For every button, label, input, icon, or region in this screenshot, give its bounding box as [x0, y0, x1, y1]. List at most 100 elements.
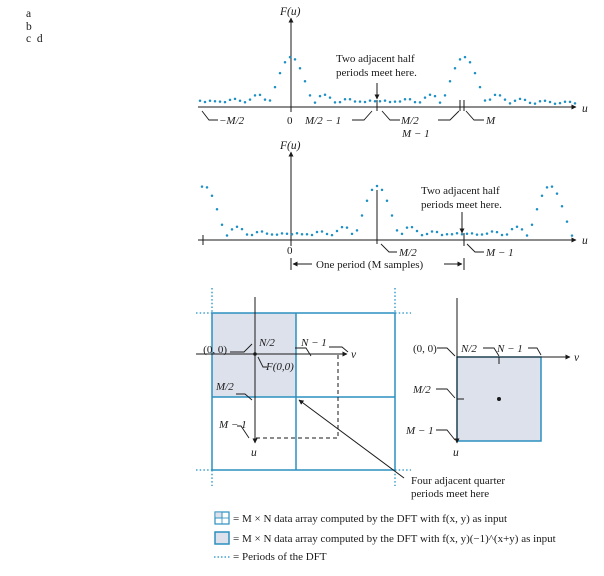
panel-letter-a: a [26, 8, 32, 20]
panel-d-m2-label: M/2 [412, 384, 431, 396]
spectrum-dot [430, 230, 434, 233]
spectrum-dot [560, 205, 564, 208]
spectrum-dot [245, 233, 249, 236]
spectrum-dot [210, 194, 214, 197]
spectrum-dot [495, 230, 499, 234]
spectrum-dot [363, 100, 367, 104]
panel-letters: a b c d [26, 8, 43, 46]
panel-c-annotation-line1: Four adjacent quarter [411, 475, 505, 487]
panel-letter-cd: c d [26, 33, 43, 45]
spectrum-dot [415, 229, 419, 233]
panel-b-annotation-line1: Two adjacent half [421, 185, 500, 197]
spectrum-dot [513, 99, 517, 102]
spectrum-dot [358, 100, 362, 103]
spectrum-dot [348, 97, 352, 101]
panel-c-leader-m-minus-1 [237, 425, 250, 439]
spectrum-dot [215, 208, 219, 211]
spectrum-dot [385, 199, 389, 202]
panel-a-tick-label-zero: 0 [287, 115, 293, 127]
panel-a-leader-m2-minus-1 [352, 110, 373, 121]
panel-c-annotation-line2: periods meet here [411, 488, 489, 500]
spectrum-dot [355, 229, 359, 232]
panel-c-m-minus-1-label: M − 1 [218, 419, 247, 431]
panel-b-fu-label: F(u) [279, 140, 301, 152]
spectrum-dot [278, 71, 282, 75]
spectrum-dot [365, 199, 369, 202]
spectrum-dot [243, 100, 247, 104]
spectrum-dot [483, 99, 487, 102]
spectrum-dot [423, 96, 427, 99]
panel-a-tick-label-m: M [485, 115, 496, 127]
spectrum-dot [265, 232, 269, 235]
panel-c-annotation-arrow [298, 399, 405, 479]
panel-c-f00-label: F(0,0) [265, 361, 294, 373]
spectrum-dot [540, 194, 544, 197]
spectrum-dot [335, 229, 339, 233]
spectrum-dot [225, 234, 229, 237]
spectrum-dot [410, 225, 414, 229]
spectrum-dot [465, 232, 469, 235]
panel-c-u-label: u [251, 447, 257, 459]
panel-d-leader-m-minus-1 [436, 429, 456, 441]
spectrum-dot [515, 225, 519, 228]
spectrum-dot [345, 226, 349, 229]
panel-c-n-minus-1-label: N − 1 [300, 337, 327, 349]
spectrum-dot [543, 99, 547, 102]
spectrum-dot [493, 93, 497, 97]
spectrum-dot [248, 98, 252, 101]
spectrum-dot [308, 94, 312, 97]
spectrum-dot [333, 101, 337, 104]
spectrum-dot [478, 85, 482, 89]
spectrum-dot [443, 94, 447, 97]
spectrum-dot [380, 188, 384, 192]
spectrum-dot [440, 233, 444, 237]
legend-item-1: = M × N data array computed by the DFT w… [233, 513, 507, 525]
panel-b-u-label: u [582, 235, 588, 247]
panel-b-annotation-line2: periods meet here. [421, 199, 502, 211]
spectrum-dot [558, 101, 562, 105]
spectrum-dot [498, 94, 502, 97]
spectrum-dot [568, 100, 572, 104]
spectrum-dot [570, 234, 574, 237]
panel-b-leader-m2 [380, 243, 397, 253]
spectrum-dot [448, 80, 452, 83]
spectrum-dot [208, 99, 212, 102]
panel-a: F(u) u Two adjacent half periods meet he… [198, 6, 588, 140]
spectrum-dot [435, 230, 439, 234]
spectrum-dot [408, 97, 412, 101]
spectrum-dot [565, 220, 569, 223]
spectrum-dot [523, 98, 527, 102]
spectrum-dot [433, 94, 437, 98]
spectrum-dot [503, 98, 507, 101]
spectrum-dot [485, 232, 489, 235]
spectrum-dot [538, 99, 542, 103]
panel-d-n-minus-1-label: N − 1 [496, 343, 523, 355]
spectrum-dot [535, 208, 539, 211]
spectrum-dot [473, 71, 477, 75]
spectrum-dot [390, 214, 394, 217]
panel-c-origin-label: (0, 0) [203, 344, 227, 356]
spectrum-dot [548, 100, 552, 104]
spectrum-dot [240, 227, 244, 231]
spectrum-dot [553, 102, 557, 105]
spectrum-dot [275, 233, 279, 236]
spectrum-dot [383, 99, 387, 102]
panel-c-f00-dot [253, 352, 257, 356]
panel-a-u-label: u [582, 103, 588, 115]
spectrum-dot [455, 232, 459, 235]
spectrum-dot [490, 230, 494, 233]
spectrum-dot [303, 80, 307, 83]
legend: = M × N data array computed by the DFT w… [214, 511, 556, 563]
spectrum-dot [438, 101, 442, 104]
spectrum-dot [413, 100, 417, 104]
spectrum-dot [530, 223, 534, 226]
spectrum-dot [405, 226, 409, 229]
spectrum-dot [403, 97, 407, 101]
spectrum-dot [393, 100, 397, 103]
spectrum-dot [450, 233, 454, 236]
spectrum-dot [420, 233, 424, 237]
panel-a-leader-m [465, 110, 484, 121]
spectrum-dot [480, 233, 484, 236]
panel-a-spectrum-dots [198, 55, 577, 105]
spectrum-dot [228, 98, 232, 102]
